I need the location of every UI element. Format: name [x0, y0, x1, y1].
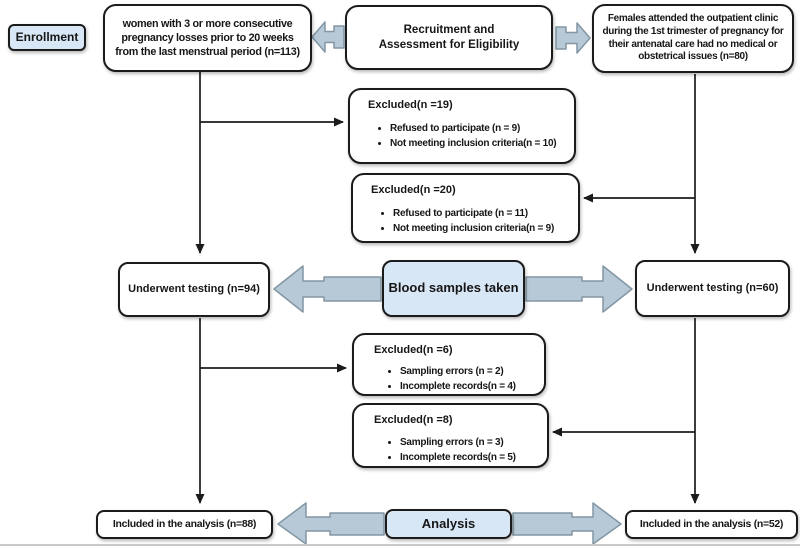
- included-left-box: Included in the analysis (n=88): [96, 510, 273, 539]
- block-arrow-blood-to-testing-left: [273, 265, 382, 313]
- excluded-title: Excluded(n =8): [374, 414, 453, 426]
- excluded-box-3: Excluded(n =6) Sampling errors (n = 2) I…: [352, 333, 546, 396]
- testing-left-box: Underwent testing (n=94): [118, 262, 270, 317]
- exclusion-list: Sampling errors (n = 3) Incomplete recor…: [374, 435, 541, 465]
- included-right-box: Included in the analysis (n=52): [625, 510, 798, 539]
- excluded-box-4: Excluded(n =8) Sampling errors (n = 3) I…: [352, 403, 549, 468]
- enrollment-stage-label: Enrollment: [8, 24, 86, 51]
- block-arrow-analysis-to-included-left: [277, 502, 385, 544]
- excluded-title: Excluded(n =6): [374, 344, 453, 356]
- exclusion-reason: Not meeting inclusion criteria(n = 9): [393, 221, 572, 236]
- excluded-box-2: Excluded(n =20) Refused to participate (…: [351, 173, 580, 243]
- exclusion-reason: Refused to participate (n = 11): [393, 206, 572, 221]
- testing-right-box: Underwent testing (n=60): [635, 260, 790, 317]
- block-arrow-recruitment-to-control: [555, 22, 591, 54]
- exclusion-reason: Sampling errors (n = 2): [400, 364, 538, 379]
- exclusion-list: Refused to participate (n = 11) Not meet…: [371, 206, 572, 236]
- exclusion-reason: Incomplete records(n = 5): [400, 450, 541, 465]
- recruitment-box: Recruitment and Assessment for Eligibili…: [345, 5, 553, 70]
- excluded-title: Excluded(n =20): [371, 184, 456, 196]
- exclusion-reason: Refused to participate (n = 9): [390, 121, 568, 136]
- exclusion-reason: Incomplete records(n = 4): [400, 379, 538, 394]
- block-arrow-blood-to-testing-right: [525, 265, 633, 313]
- control-group-box: Females attended the outpatient clinic d…: [592, 4, 794, 73]
- rpl-group-box: women with 3 or more consecutive pregnan…: [103, 4, 312, 72]
- block-arrow-recruitment-to-rpl: [311, 21, 345, 53]
- exclusion-reason: Sampling errors (n = 3): [400, 435, 541, 450]
- excluded-box-1: Excluded(n =19) Refused to participate (…: [348, 88, 576, 164]
- exclusion-reason: Not meeting inclusion criteria(n = 10): [390, 136, 568, 151]
- exclusion-list: Refused to participate (n = 9) Not meeti…: [368, 121, 568, 151]
- blood-samples-box: Blood samples taken: [382, 260, 525, 317]
- block-arrow-analysis-to-included-right: [512, 502, 622, 544]
- analysis-box: Analysis: [385, 509, 512, 539]
- exclusion-list: Sampling errors (n = 2) Incomplete recor…: [374, 364, 538, 394]
- excluded-title: Excluded(n =19): [368, 99, 453, 111]
